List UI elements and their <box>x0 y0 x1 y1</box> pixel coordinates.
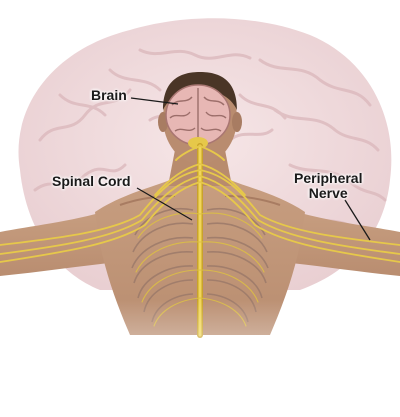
peripheral-nerve-leader-line <box>344 199 371 241</box>
peripheral-nerve-label-line1: Peripheral <box>294 170 363 186</box>
brain-organ <box>165 84 231 149</box>
peripheral-nerve-label: Peripheral Nerve <box>294 171 362 201</box>
brain-label: Brain <box>91 87 127 103</box>
rib-cage <box>131 208 269 323</box>
leader-lines <box>130 97 371 241</box>
bottom-fade <box>0 300 400 417</box>
peripheral-nerve-label-line2: Nerve <box>308 185 348 201</box>
spinal-cord-leader-line <box>136 187 193 221</box>
brain-leader-line <box>130 97 179 105</box>
spinal-cord-label: Spinal Cord <box>52 173 131 189</box>
